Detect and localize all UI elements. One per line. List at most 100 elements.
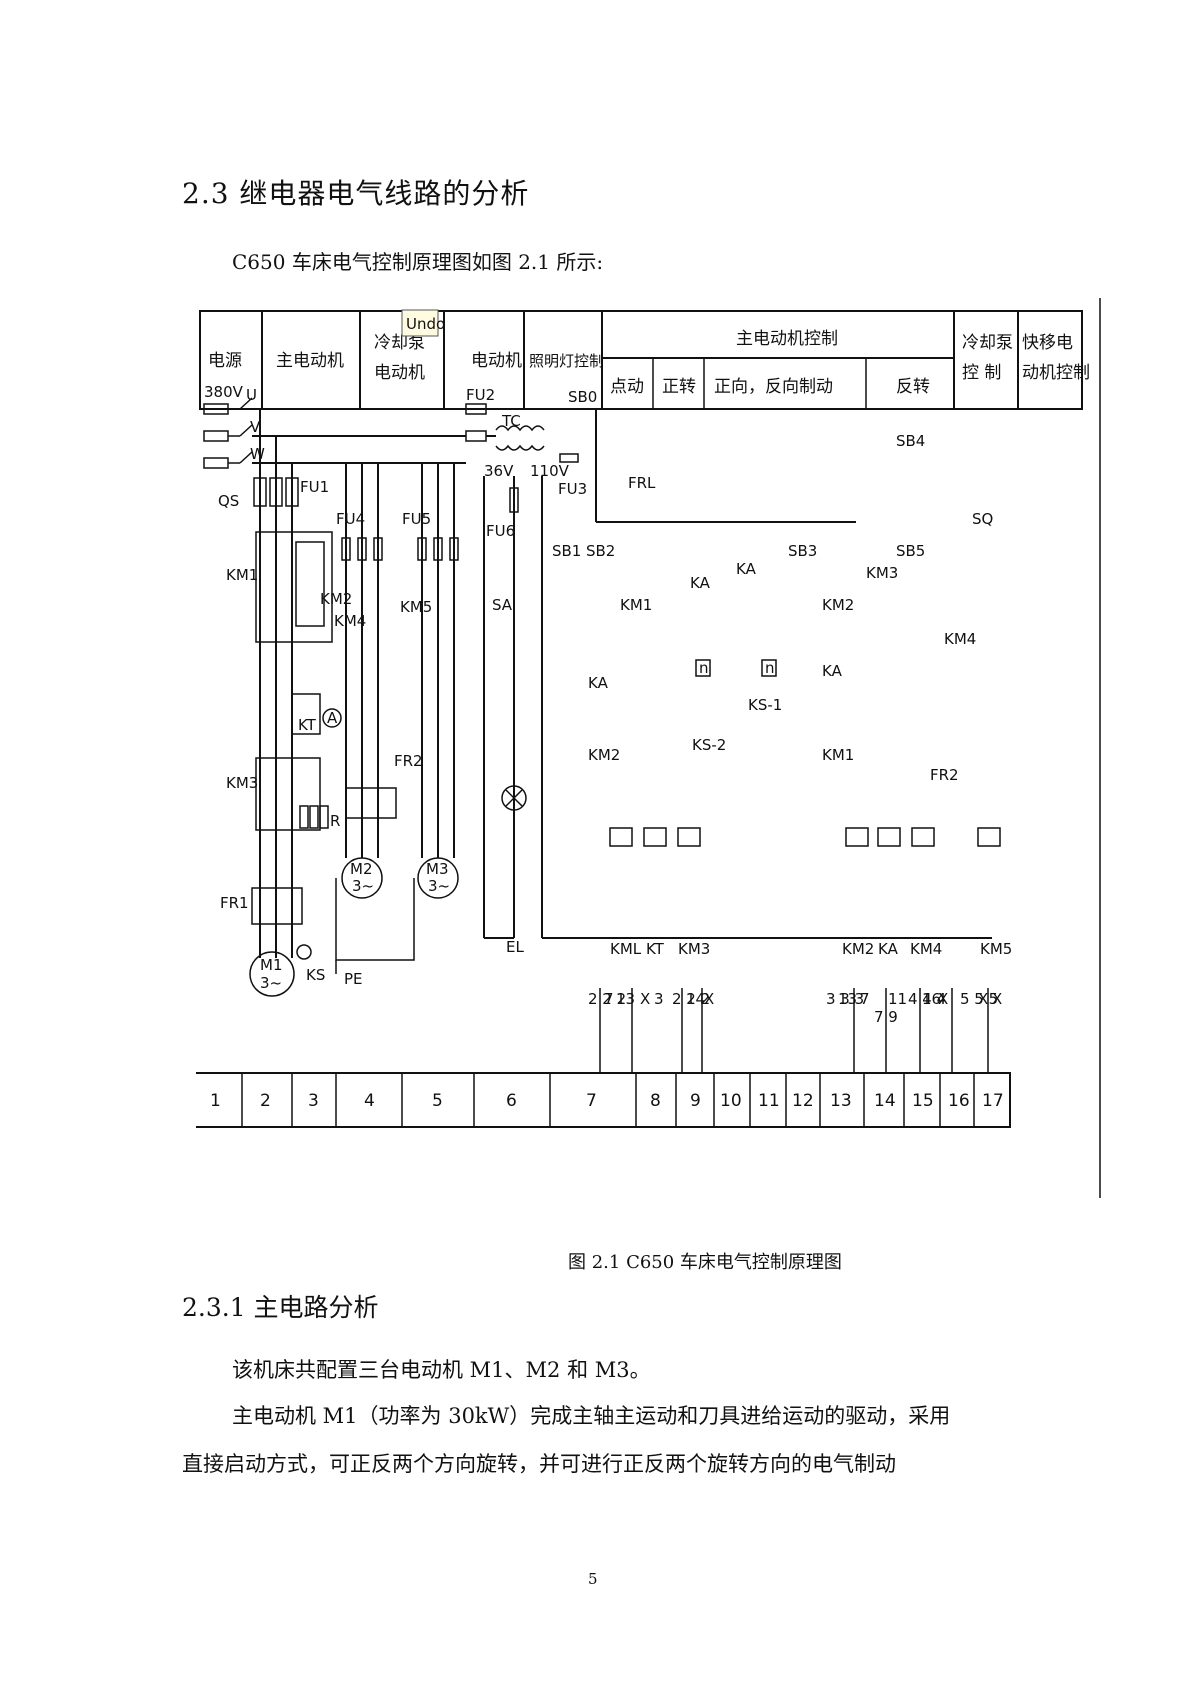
zone-number: 3: [308, 1091, 319, 1111]
svg-text:SB0: SB0: [568, 388, 597, 406]
svg-text:FR2: FR2: [394, 752, 423, 770]
svg-text:3~: 3~: [260, 974, 282, 992]
svg-text:KS-2: KS-2: [692, 736, 726, 754]
figure-caption: 图 2.1 C650 车床电气控制原理图: [568, 1252, 842, 1273]
hdr-coolctrl-1: 冷却泵: [962, 333, 1013, 353]
svg-text:FRL: FRL: [628, 474, 656, 492]
svg-text:QS: QS: [218, 492, 239, 510]
zone-number: 13: [830, 1091, 852, 1111]
paragraph: 直接启动方式，可正反两个方向旋转，并可进行正反两个旋转方向的电气制动: [182, 1452, 896, 1476]
svg-text:110V: 110V: [530, 462, 570, 480]
svg-text:KM2: KM2: [588, 746, 620, 764]
svg-text:X: X: [992, 990, 1002, 1008]
svg-text:FR2: FR2: [930, 766, 959, 784]
svg-text:X: X: [978, 990, 988, 1008]
hdr-coolctrl-2: 控 制: [962, 363, 1001, 383]
svg-text:SB4: SB4: [896, 432, 925, 450]
hdr-main-motor: 主电动机: [276, 351, 344, 371]
svg-text:FU1: FU1: [300, 478, 329, 496]
paragraph: 主电动机 M1（功率为 30kW）完成主轴主运动和刀具进给运动的驱动，采用: [232, 1404, 951, 1428]
svg-text:SB3: SB3: [788, 542, 817, 560]
circuit-diagram: 电源 主电动机 冷却泵 电动机 电动机 照明灯控制 主电动机控制 点动 正转 正…: [196, 298, 1101, 1198]
svg-text:14: 14: [686, 990, 705, 1008]
hdr-power: 电源: [208, 351, 242, 371]
svg-text:KM1: KM1: [822, 746, 854, 764]
hdr-brake: 正向，反向制动: [714, 377, 833, 397]
contact-numbers: 2 2 2 7 13 X 3 2 2 2 14 X 3 3 3 13 7 7 9…: [588, 988, 1002, 1073]
zone-number: 8: [650, 1091, 661, 1111]
section-heading: 2.3 继电器电气线路的分析: [182, 177, 530, 210]
paragraph: 该机床共配置三台电动机 M1、M2 和 M3。: [232, 1358, 651, 1382]
svg-text:380V: 380V: [204, 383, 244, 401]
svg-text:KS: KS: [306, 966, 325, 984]
zone-number: 15: [912, 1091, 934, 1111]
lighting-circuit: FU6 SA EL: [483, 476, 527, 956]
svg-text:M3: M3: [426, 860, 449, 878]
svg-text:KA: KA: [588, 674, 609, 692]
svg-text:2 2 2: 2 2 2: [588, 990, 626, 1008]
svg-text:13: 13: [616, 990, 635, 1008]
svg-text:X: X: [938, 990, 948, 1008]
zone-number: 7: [586, 1091, 597, 1111]
svg-text:n: n: [765, 659, 775, 677]
svg-text:KA: KA: [736, 560, 757, 578]
svg-text:7: 7: [860, 990, 870, 1008]
hdr-forward: 正转: [662, 377, 696, 397]
svg-text:7: 7: [604, 990, 614, 1008]
hdr-rapid-motor: 电动机: [471, 351, 522, 371]
subsection-heading: 2.3.1 主电路分析: [182, 1293, 379, 1322]
svg-text:X: X: [640, 990, 650, 1008]
coil-label: KM5: [980, 940, 1012, 958]
coil-label: KM3: [678, 940, 710, 958]
svg-text:W: W: [250, 445, 265, 463]
coil-label: KML: [610, 940, 642, 958]
undo-tooltip: Undo: [406, 315, 445, 333]
zone-number: 9: [690, 1091, 701, 1111]
zone-number: 12: [792, 1091, 814, 1111]
coil-label: KA: [878, 940, 899, 958]
svg-text:TC: TC: [501, 412, 521, 430]
svg-text:SB5: SB5: [896, 542, 925, 560]
svg-text:16: 16: [922, 990, 941, 1008]
control-circuit: SB0 FRL SB1 SB2 SB3 SB4 SB5 SQ KM1 KM2 K…: [541, 388, 1001, 939]
svg-text:R: R: [330, 812, 340, 830]
svg-text:A: A: [327, 709, 338, 727]
hdr-rapidctrl-2: 动机控制: [1022, 363, 1090, 383]
svg-text:KM4: KM4: [944, 630, 976, 648]
intro-text: C650 车床电气控制原理图如图 2.1 所示:: [232, 250, 604, 274]
coil-labels: KML KT KM3 KM2 KA KM4 KM5: [610, 940, 1012, 958]
hdr-rapidctrl-1: 快移电: [1022, 333, 1073, 353]
svg-text:KM1: KM1: [620, 596, 652, 614]
hdr-reverse: 反转: [896, 377, 930, 397]
main-motor-circuit: FU1 KM1 KM2 KT A KM3 R FR1 M1 3~ KS: [220, 409, 352, 997]
hdr-cool-2: 电动机: [374, 363, 425, 383]
svg-text:M2: M2: [350, 860, 373, 878]
zone-number: 1: [210, 1091, 221, 1111]
zone-number: 5: [432, 1091, 443, 1111]
zone-number: 16: [948, 1091, 970, 1111]
svg-text:3: 3: [654, 990, 664, 1008]
svg-text:FU6: FU6: [486, 522, 515, 540]
zone-number: 4: [364, 1091, 375, 1111]
svg-text:11: 11: [888, 990, 907, 1008]
svg-text:KM5: KM5: [400, 598, 432, 616]
hdr-cool-1: 冷却泵: [374, 333, 425, 353]
coil-label: KM2: [842, 940, 874, 958]
zone-number: 10: [720, 1091, 742, 1111]
svg-text:3~: 3~: [352, 877, 374, 895]
hdr-main-control: 主电动机控制: [736, 329, 838, 349]
page-number: 5: [588, 1570, 598, 1588]
svg-text:PE: PE: [344, 970, 363, 988]
svg-text:KS-1: KS-1: [748, 696, 782, 714]
svg-text:KM3: KM3: [226, 774, 258, 792]
svg-text:13: 13: [838, 990, 857, 1008]
svg-text:FU2: FU2: [466, 386, 495, 404]
svg-text:SA: SA: [492, 596, 513, 614]
zone-number: 11: [758, 1091, 780, 1111]
svg-text:V: V: [250, 418, 261, 436]
svg-text:n: n: [699, 659, 709, 677]
svg-text:KM2: KM2: [320, 590, 352, 608]
coil-label: KT: [646, 940, 665, 958]
svg-text:KM3: KM3: [866, 564, 898, 582]
svg-text:KA: KA: [822, 662, 843, 680]
